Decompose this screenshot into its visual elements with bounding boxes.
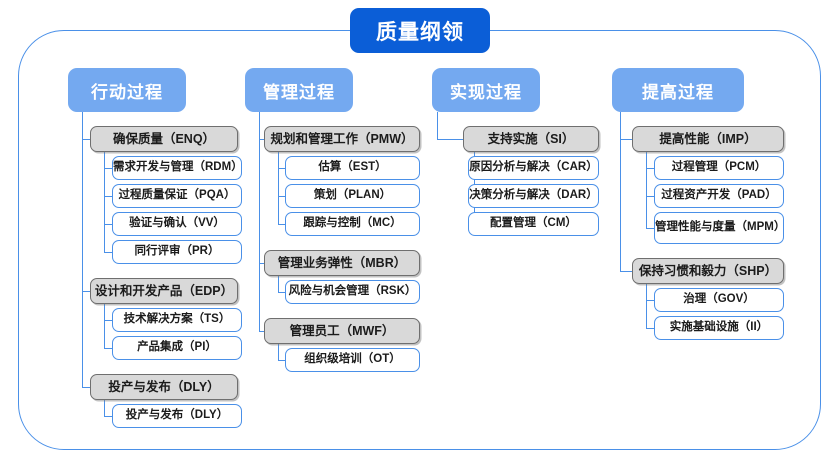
connector-h-leaf-col2-3-1 — [278, 360, 285, 362]
leaf-node-col3-1-2[interactable]: 决策分析与解决（DAR） — [468, 184, 599, 208]
connector-h-col4-1 — [620, 139, 632, 141]
leaf-node-col1-1-3[interactable]: 验证与确认（VV） — [112, 212, 242, 236]
group-node-col1-1[interactable]: 确保质量（ENQ） — [90, 126, 238, 152]
connector-h-leaf-col2-2-1 — [278, 292, 285, 294]
leaf-node-col1-1-1[interactable]: 需求开发与管理（RDM） — [112, 156, 243, 180]
connector-h-col1-2 — [82, 291, 90, 293]
leaf-node-col2-1-2[interactable]: 策划（PLAN） — [285, 184, 420, 208]
category-header-col4[interactable]: 提高过程 — [612, 68, 744, 112]
leaf-node-col1-3-1[interactable]: 投产与发布（DLY） — [112, 404, 242, 428]
connector-v-sub-col4-1 — [646, 152, 648, 228]
connector-v-sub-col2-1 — [278, 152, 280, 224]
connector-h-leaf-col1-2-2 — [104, 348, 112, 350]
connector-h-leaf-col2-1-3 — [278, 224, 285, 226]
connector-h-leaf-col4-1-1 — [646, 168, 654, 170]
connector-v-sub-col4-2 — [646, 284, 648, 328]
connector-v-spine-col1 — [82, 112, 84, 387]
group-node-col1-3[interactable]: 投产与发布（DLY） — [90, 374, 238, 400]
leaf-node-col4-1-2[interactable]: 过程资产开发（PAD） — [654, 184, 784, 208]
leaf-node-col2-2-1[interactable]: 风险与机会管理（RSK） — [285, 280, 420, 304]
leaf-node-col2-1-1[interactable]: 估算（EST） — [285, 156, 420, 180]
connector-h-leaf-col4-1-3 — [646, 228, 654, 230]
connector-h-leaf-col2-1-1 — [278, 168, 285, 170]
leaf-node-col2-1-3[interactable]: 跟踪与控制（MC） — [285, 212, 420, 236]
leaf-node-col1-1-4[interactable]: 同行评审（PR） — [112, 240, 242, 264]
connector-v-sub-col1-3 — [104, 400, 106, 416]
leaf-node-col4-2-1[interactable]: 治理（GOV） — [654, 288, 784, 312]
connector-v-sub-col2-3 — [278, 344, 280, 360]
connector-h-leaf-col2-1-2 — [278, 196, 285, 198]
leaf-node-col4-2-2[interactable]: 实施基础设施（II） — [654, 316, 784, 340]
group-node-col4-2[interactable]: 保持习惯和毅力（SHP） — [632, 258, 784, 284]
connector-h-leaf-col1-1-4 — [104, 252, 112, 254]
connector-h-leaf-col1-2-1 — [104, 320, 112, 322]
group-node-col2-1[interactable]: 规划和管理工作（PMW） — [264, 126, 420, 152]
connector-h-leaf-col1-1-2 — [104, 196, 112, 198]
connector-v-sub-col2-2 — [278, 276, 280, 292]
leaf-node-col4-1-3[interactable]: 管理性能与度量（MPM） — [654, 212, 785, 244]
connector-h-col2-2 — [259, 263, 264, 265]
connector-h-leaf-col1-1-3 — [104, 224, 112, 226]
connector-v-spine-col4 — [620, 112, 622, 271]
connector-v-spine-col2 — [259, 112, 261, 331]
leaf-node-col1-2-2[interactable]: 产品集成（PI） — [112, 336, 242, 360]
group-node-col1-2[interactable]: 设计和开发产品（EDP） — [90, 278, 238, 304]
connector-h-col4-2 — [620, 271, 632, 273]
leaf-node-col2-3-1[interactable]: 组织级培训（OT） — [285, 348, 420, 372]
connector-h-col2-3 — [259, 331, 264, 333]
group-node-col2-2[interactable]: 管理业务弹性（MBR） — [264, 250, 420, 276]
group-node-col2-3[interactable]: 管理员工（MWF） — [264, 318, 420, 344]
leaf-node-col1-1-2[interactable]: 过程质量保证（PQA） — [112, 184, 242, 208]
connector-v-sub-col1-1 — [104, 152, 106, 252]
group-node-col4-1[interactable]: 提高性能（IMP） — [632, 126, 784, 152]
category-header-col2[interactable]: 管理过程 — [245, 68, 353, 112]
connector-h-col2-1 — [259, 139, 264, 141]
connector-h-leaf-col1-1-1 — [104, 168, 112, 170]
connector-h-leaf-col4-1-2 — [646, 196, 654, 198]
connector-h-col1-3 — [82, 387, 90, 389]
connector-h-leaf-col4-2-2 — [646, 328, 654, 330]
connector-h-col1-1 — [82, 139, 90, 141]
connector-v-sub-col1-2 — [104, 304, 106, 348]
diagram-title: 质量纲领 — [350, 8, 490, 53]
connector-h-col3-1 — [437, 139, 463, 141]
leaf-node-col3-1-1[interactable]: 原因分析与解决（CAR） — [468, 156, 599, 180]
group-node-col3-1[interactable]: 支持实施（SI） — [463, 126, 599, 152]
connector-v-spine-col3 — [437, 112, 439, 139]
category-header-col3[interactable]: 实现过程 — [432, 68, 540, 112]
category-header-col1[interactable]: 行动过程 — [68, 68, 186, 112]
leaf-node-col1-2-1[interactable]: 技术解决方案（TS） — [112, 308, 242, 332]
leaf-node-col4-1-1[interactable]: 过程管理（PCM） — [654, 156, 784, 180]
connector-h-leaf-col1-3-1 — [104, 416, 112, 418]
leaf-node-col3-1-3[interactable]: 配置管理（CM） — [468, 212, 599, 236]
connector-h-leaf-col4-2-1 — [646, 300, 654, 302]
